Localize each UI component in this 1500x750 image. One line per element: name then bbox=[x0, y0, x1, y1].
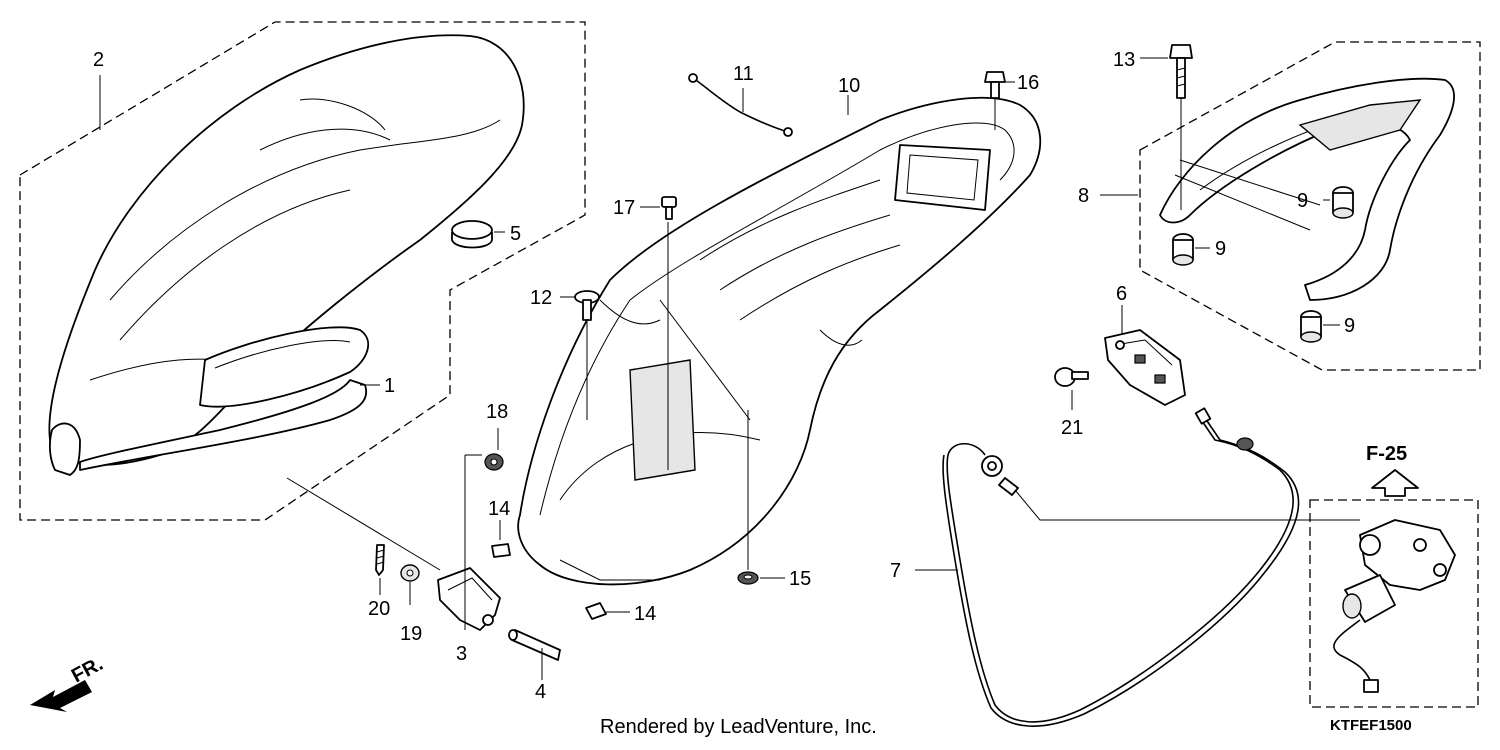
seat-seal-part[interactable] bbox=[199, 326, 370, 408]
nut-18-part[interactable] bbox=[484, 453, 504, 471]
collar-9-bottom-part[interactable] bbox=[1300, 310, 1322, 343]
luggage-box-part[interactable] bbox=[517, 96, 1042, 586]
ignition-switch-reference-outline bbox=[1309, 499, 1479, 708]
leader-seat-latch bbox=[286, 477, 441, 571]
callout-9-bottom: 9 bbox=[1344, 315, 1355, 337]
reference-arrow-icon bbox=[1371, 469, 1419, 497]
callout-17: 17 bbox=[613, 197, 635, 219]
callout-9-top: 9 bbox=[1297, 190, 1308, 212]
front-arrow-icon bbox=[30, 680, 92, 712]
screw-21-part[interactable] bbox=[1054, 367, 1089, 387]
callout-10: 10 bbox=[838, 75, 860, 97]
collar-9-top-part[interactable] bbox=[1332, 186, 1354, 219]
callout-21: 21 bbox=[1061, 417, 1083, 439]
washer-part[interactable] bbox=[400, 564, 420, 582]
callout-16: 16 bbox=[1017, 72, 1039, 94]
callout-14-left: 14 bbox=[488, 498, 510, 520]
front-label: FR. bbox=[68, 653, 107, 688]
seat-cable-part[interactable] bbox=[942, 407, 1300, 727]
callout-9-middle: 9 bbox=[1215, 238, 1226, 260]
seat-group-outline bbox=[19, 21, 586, 521]
callout-19: 19 bbox=[400, 623, 422, 645]
callout-7: 7 bbox=[890, 560, 901, 582]
reference-label: F-25 bbox=[1366, 443, 1407, 465]
callout-2: 2 bbox=[93, 49, 104, 71]
bolt-16-part[interactable] bbox=[984, 71, 1006, 99]
clip-14-left-part[interactable] bbox=[491, 543, 511, 558]
screw-part[interactable] bbox=[375, 544, 385, 576]
ignition-switch-part[interactable] bbox=[1333, 519, 1456, 693]
diagram-code: KTFEF1500 bbox=[1330, 717, 1412, 734]
callout-8: 8 bbox=[1078, 185, 1089, 207]
leader-cable-to-ignition bbox=[1014, 489, 1360, 521]
callout-3: 3 bbox=[456, 643, 467, 665]
callout-1: 1 bbox=[384, 375, 395, 397]
callout-11: 11 bbox=[733, 63, 754, 85]
callout-12: 12 bbox=[530, 287, 552, 309]
bolt-17-part[interactable] bbox=[661, 196, 677, 220]
grab-rail-part[interactable] bbox=[1159, 77, 1455, 301]
bolt-13-part[interactable] bbox=[1169, 44, 1193, 99]
callout-13: 13 bbox=[1113, 49, 1135, 71]
callout-14-bottom: 14 bbox=[634, 603, 656, 625]
callout-18: 18 bbox=[486, 401, 508, 423]
clip-14-bottom-part[interactable] bbox=[585, 602, 607, 620]
seat-part[interactable] bbox=[48, 34, 525, 476]
hinge-rod-part[interactable] bbox=[508, 629, 561, 661]
callout-20: 20 bbox=[368, 598, 390, 620]
nut-15-part[interactable] bbox=[737, 571, 759, 585]
collar-9-middle-part[interactable] bbox=[1172, 233, 1194, 266]
credit-text: Rendered by LeadVenture, Inc. bbox=[600, 716, 877, 738]
seat-lock-part[interactable] bbox=[1104, 329, 1186, 406]
callout-4: 4 bbox=[535, 681, 546, 703]
grommet-part[interactable] bbox=[451, 220, 493, 249]
vent-tube-part[interactable] bbox=[688, 73, 793, 137]
callout-6: 6 bbox=[1116, 283, 1127, 305]
callout-5: 5 bbox=[510, 223, 521, 245]
seat-latch-part[interactable] bbox=[437, 567, 501, 631]
callout-15: 15 bbox=[789, 568, 811, 590]
